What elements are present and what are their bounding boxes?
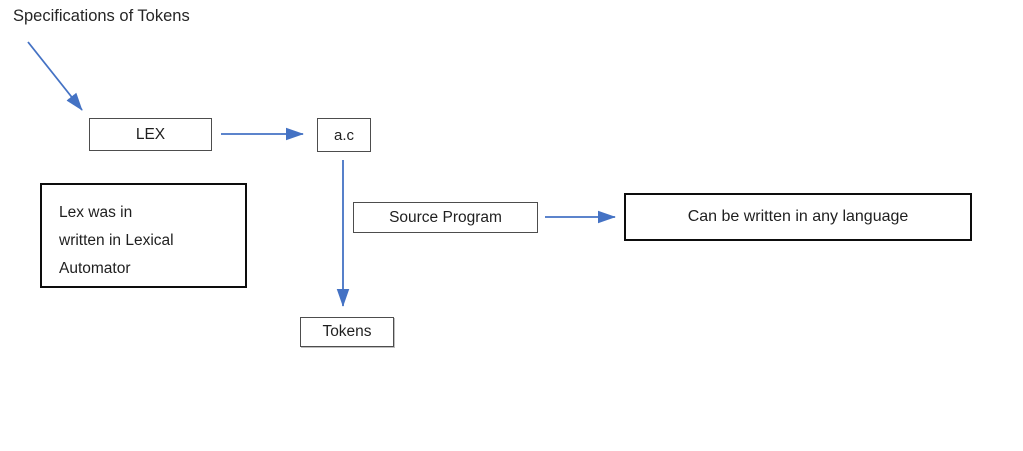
spec-to-lex-arrow bbox=[27, 41, 83, 111]
source-program-label: Source Program bbox=[389, 208, 502, 226]
lex-note-line-2: written in Lexical bbox=[59, 232, 174, 249]
language-note-box: Can be written in any language bbox=[624, 193, 972, 241]
ac-file-node: a.c bbox=[317, 118, 371, 152]
lex-note-box: Lex was in written in Lexical Automator bbox=[40, 183, 247, 288]
tokens-node-label: Tokens bbox=[322, 323, 372, 340]
ac-file-node-label: a.c bbox=[333, 126, 354, 144]
lex-node: LEX bbox=[89, 118, 212, 151]
lex-note-line-1: Lex was in bbox=[59, 204, 133, 221]
lex-node-label: LEX bbox=[135, 125, 166, 143]
language-note-label: Can be written in any language bbox=[687, 208, 909, 225]
specifications-label: Specifications of Tokens bbox=[13, 7, 190, 25]
source-program-node: Source Program bbox=[353, 202, 538, 233]
tokens-node: Tokens bbox=[300, 317, 394, 347]
lex-note-line-3: Automator bbox=[59, 260, 131, 277]
